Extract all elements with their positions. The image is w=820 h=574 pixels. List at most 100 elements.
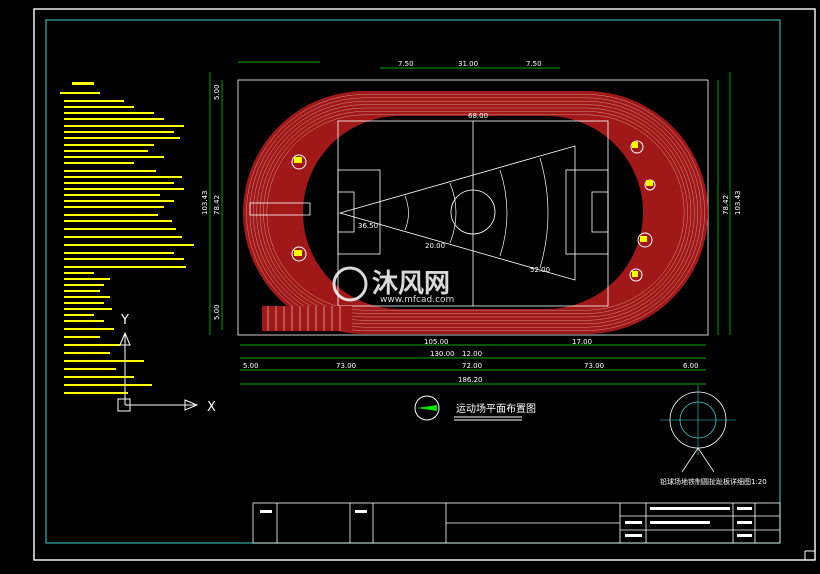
note-line [64,320,104,322]
dim-field-width: 68.00 [468,112,488,120]
note-line [64,162,134,164]
dim-bottom-offset: 5.00 [213,304,221,320]
title-block-fills [260,507,752,537]
axis-x-label: X [207,400,216,415]
dim-height-total-right: 103.43 [734,191,742,216]
note-line [64,284,104,286]
dim-height-total: 103.43 [201,191,209,216]
site-boundary [237,79,709,336]
north-arrow [414,395,440,421]
lane-line [259,107,692,318]
note-line [64,188,184,190]
dim-height-inner: 78.42 [213,195,221,215]
note-line [64,278,110,280]
note-line [64,131,174,133]
note-line [64,314,94,316]
note-line [64,244,194,246]
note-line [64,137,180,139]
start-area [262,306,352,331]
outer-frame [33,8,816,561]
note-line [64,376,134,378]
watermark-url: www.mfcad.com [380,295,454,305]
watermark-brand: 沐风网 [372,269,450,299]
note-line [64,220,172,222]
note-line [64,228,176,230]
dim-inner-length: 130.00 [430,350,455,358]
note-line [64,125,184,127]
note-line [64,170,156,172]
track-plan [237,79,709,336]
dim-height-inner-right: 78.42 [722,195,730,215]
dim-center-length: 72.00 [462,362,482,370]
drawing-title: 运动场平面布置图 [456,402,536,415]
dimension-labels: 186.20 73.00 72.00 73.00 130.00 105.00 5… [201,60,742,384]
note-line [64,302,104,304]
dimension-lines [209,61,731,385]
watermark-logo [332,266,368,302]
detail-drawing: 铅球场地铁制圆扯趾板详细图1:20 [660,385,767,486]
start-area-steps [267,306,341,331]
design-notes [60,82,194,394]
note-line [64,100,124,102]
note-line [64,266,186,268]
note-line [64,194,160,196]
dim-radius-b: 20.00 [425,242,445,250]
lane-line [263,111,688,314]
dim-top-segment-c: 7.50 [526,60,542,68]
note-line [64,392,128,394]
shot-put-circle-right [630,140,644,154]
note-line [64,258,184,260]
center-circle [450,189,496,235]
note-line [64,344,120,346]
note-line [64,236,182,238]
drawing-title-group: 运动场平面布置图 [414,395,536,421]
axis-y-label: Y [120,313,129,328]
note-line [72,82,94,85]
lane-line [266,114,685,311]
lane-line [246,94,705,331]
long-jump-runway [249,202,311,216]
dim-right-margin: 6.00 [683,362,699,370]
throwing-sector [338,145,576,281]
note-line [64,252,174,254]
dim-bottom-label-1: 17.00 [572,338,592,346]
dim-left-straight: 73.00 [336,362,356,370]
note-line [64,360,144,362]
note-line [64,328,114,330]
note-line [64,150,148,152]
watermark: 沐风网 www.mfcad.com [332,266,454,305]
note-line [64,106,134,108]
detail-title: 铅球场地铁制圆扯趾板详细图1:20 [660,477,767,486]
note-line [64,144,154,146]
lane-line [256,104,695,321]
note-line [64,176,182,178]
note-line [64,118,164,120]
goal-area-left [337,191,355,233]
dim-bottom-label-2: 12.00 [462,350,482,358]
dim-top-segment-a: 7.50 [398,60,414,68]
note-line [64,214,158,216]
dim-top-segment-b: 31.00 [458,60,478,68]
note-line [64,308,112,310]
note-line [64,206,164,208]
shot-put-circle-left [291,154,307,170]
note-line [64,272,94,274]
note-line [64,182,174,184]
dim-radius-a: 36.50 [358,222,378,230]
dim-field-length: 105.00 [424,338,449,346]
dim-right-straight: 73.00 [584,362,604,370]
note-line [64,368,116,370]
ucs-axis-icon: Y X [117,313,216,415]
note-line [60,92,100,94]
note-line [64,200,174,202]
dim-overall-width: 186.20 [458,376,483,384]
note-line [64,336,100,338]
dim-top-offset: 5.00 [213,84,221,100]
note-line [64,296,110,298]
note-line [64,156,164,158]
track-lanes [246,94,705,331]
note-line [64,112,154,114]
dim-radius-c: 52.00 [530,266,550,274]
